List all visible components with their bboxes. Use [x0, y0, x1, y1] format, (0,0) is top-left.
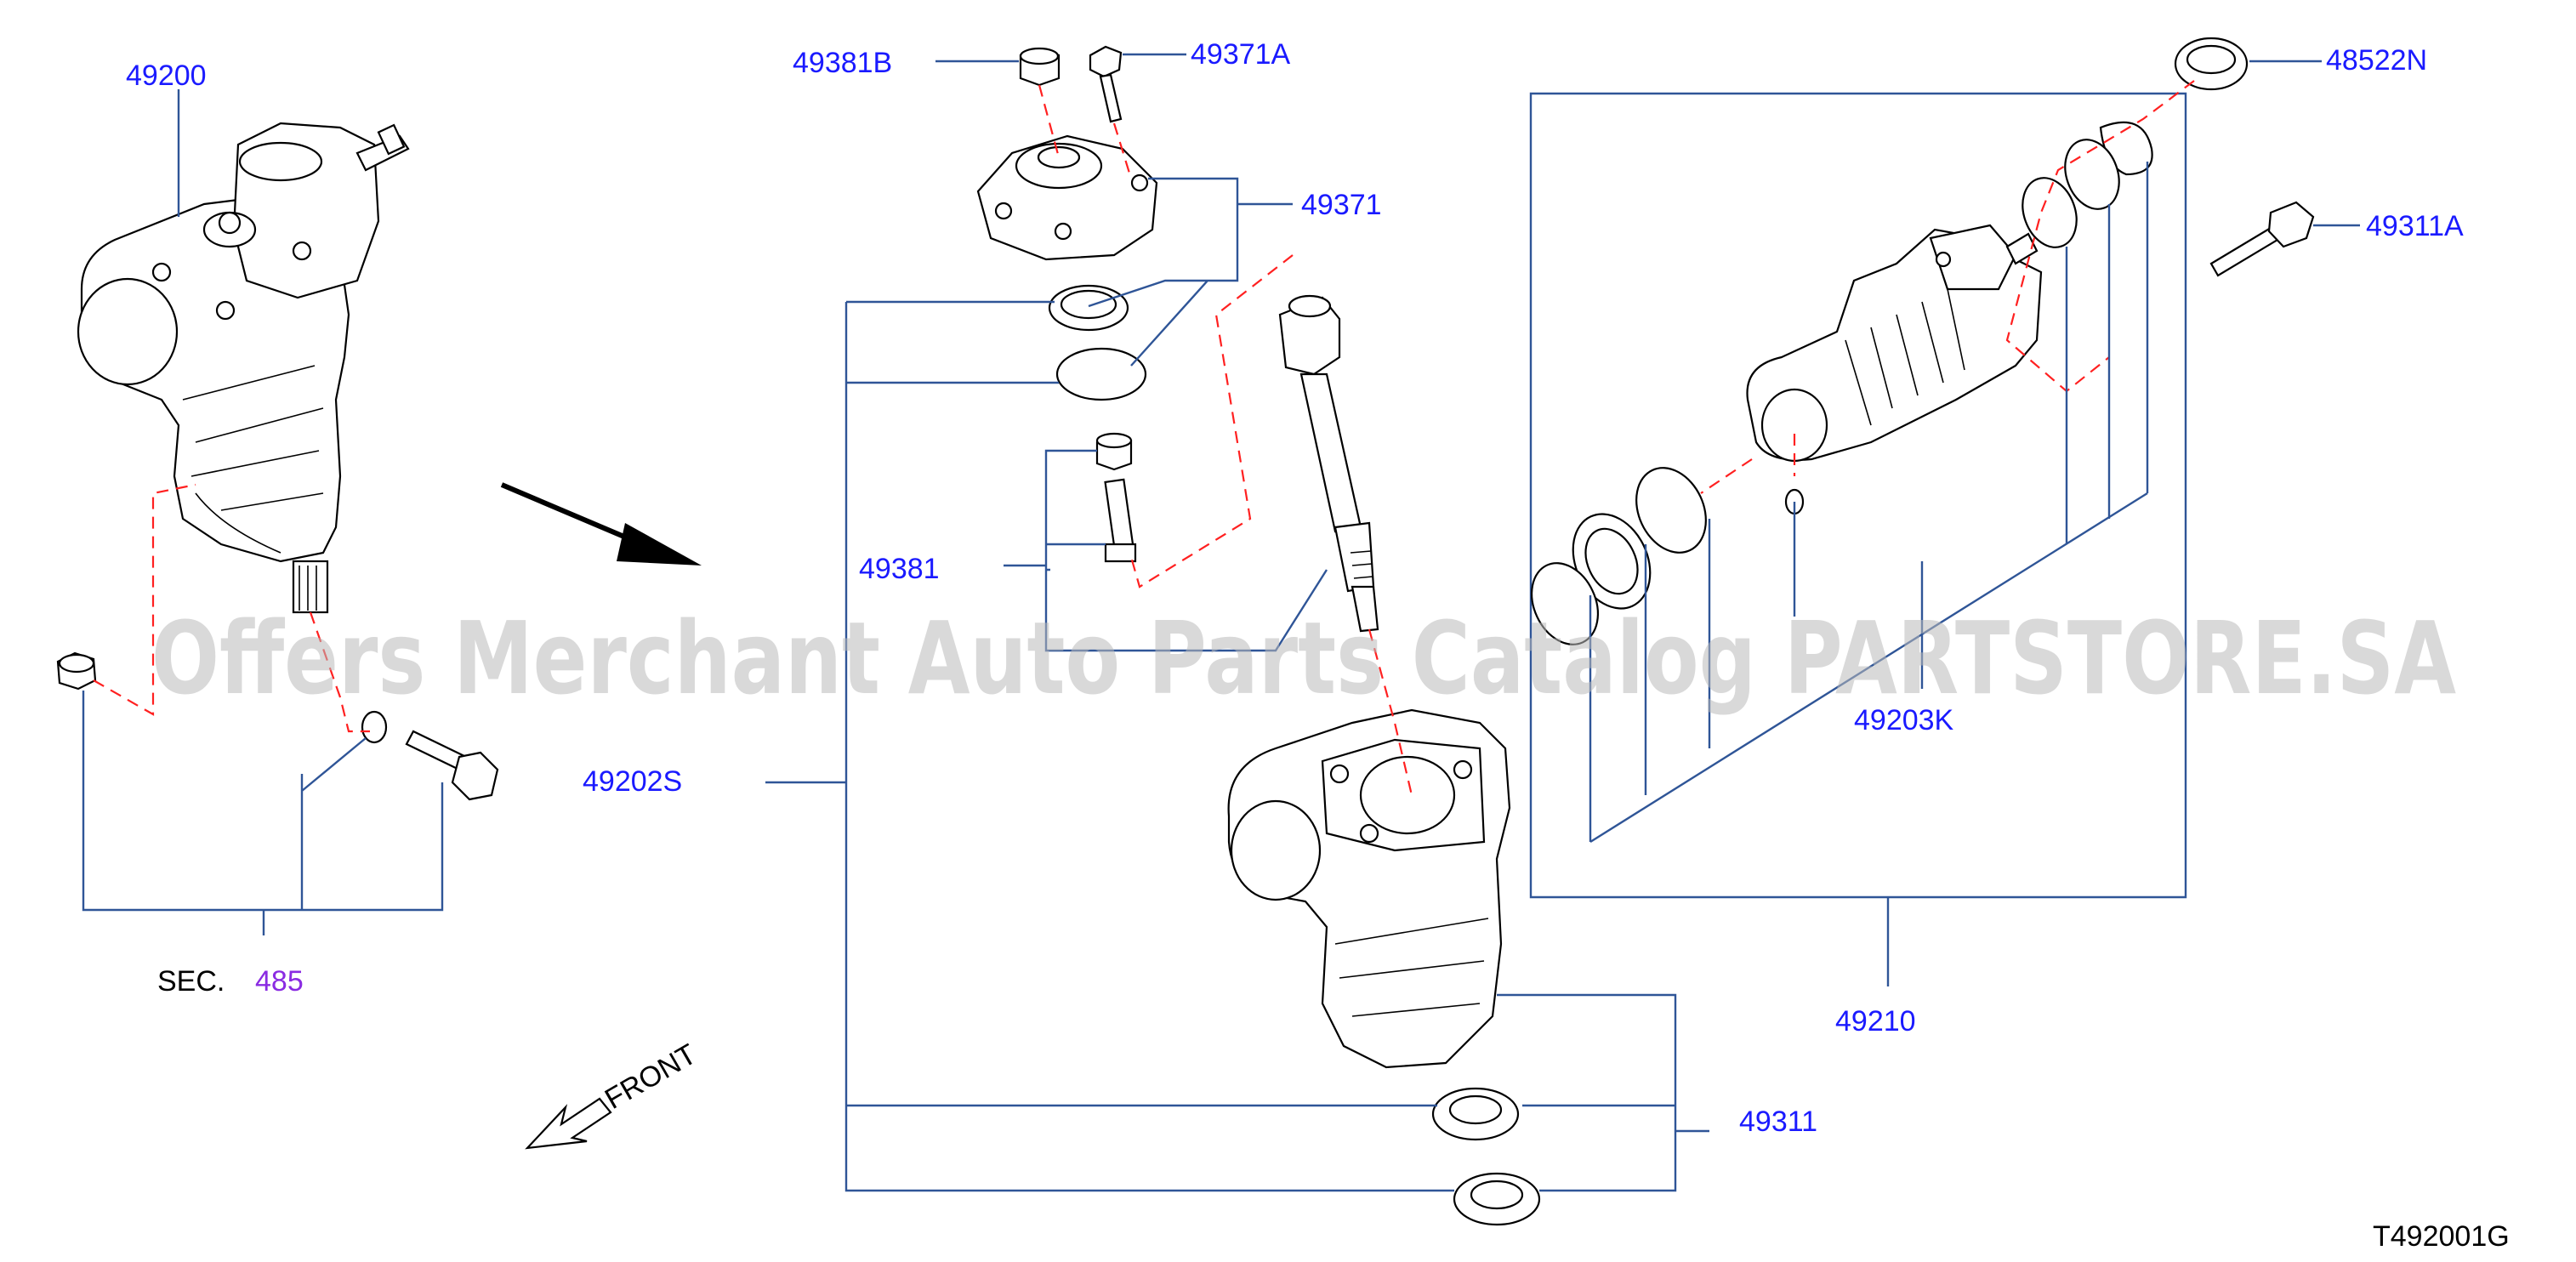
label-49203K[interactable]: 49203K — [1854, 704, 1954, 736]
box-49210 — [1529, 92, 2187, 899]
guide-line — [1700, 458, 1753, 494]
power-piston-drawing[interactable] — [1746, 224, 2043, 463]
seal-48522N-drawing[interactable] — [2174, 37, 2249, 91]
front-arrow-icon — [525, 1097, 612, 1150]
label-49381[interactable]: 49381 — [859, 553, 940, 585]
gear-housing-drawing[interactable] — [1227, 708, 1511, 1069]
guide-line — [1038, 84, 1061, 158]
o-ring-drawing[interactable] — [1055, 347, 1147, 401]
bolt-and-washer-drawing[interactable] — [361, 710, 499, 801]
label-49202S[interactable]: 49202S — [583, 765, 682, 798]
label-49200[interactable]: 49200 — [126, 60, 207, 92]
o-ring-small-drawing[interactable] — [1519, 552, 1611, 655]
end-plug-drawing[interactable] — [1558, 502, 1664, 622]
nut-drawing[interactable] — [56, 651, 97, 691]
label-48522N[interactable]: 48522N — [2326, 44, 2427, 77]
leader-49381 — [1004, 449, 1328, 652]
leader-49311 — [1497, 993, 1709, 1192]
guide-line — [93, 483, 196, 716]
label-49371A[interactable]: 49371A — [1191, 38, 1291, 71]
seal-ring-drawing[interactable] — [1048, 284, 1129, 332]
diagram-code: T492001G — [2373, 1220, 2510, 1253]
gear-assembly-49200-drawing[interactable] — [77, 122, 410, 614]
section-link-485[interactable]: 485 — [255, 965, 304, 998]
label-49371[interactable]: 49371 — [1301, 189, 1382, 221]
guide-line — [1112, 122, 1133, 179]
leader-49202S — [765, 300, 1454, 1192]
nut-49381B-drawing[interactable] — [1019, 47, 1061, 87]
bolt-49371A-drawing[interactable] — [1089, 45, 1123, 123]
input-shaft-drawing[interactable] — [1278, 294, 1379, 633]
leader-49203K — [1589, 162, 2149, 844]
valve-cover-49371-drawing[interactable] — [976, 134, 1158, 261]
leader-49371 — [1088, 177, 1293, 367]
seal-49311-lower-drawing[interactable] — [1453, 1172, 1541, 1226]
section-prefix: SEC. — [157, 965, 225, 998]
guide-line — [1368, 628, 1413, 796]
label-49381B[interactable]: 49381B — [793, 47, 892, 79]
label-49311[interactable]: 49311 — [1739, 1106, 1817, 1138]
guide-line — [1129, 254, 1294, 588]
watermark-text: Offers Merchant Auto Parts Catalog PARTS… — [151, 600, 2456, 717]
leader-sec485 — [82, 691, 444, 935]
label-49210[interactable]: 49210 — [1835, 1005, 1916, 1037]
o-ring-large-drawing[interactable] — [1624, 457, 1720, 564]
seal-49311-upper-drawing[interactable] — [1431, 1087, 1520, 1141]
adjuster-49381-drawing[interactable] — [1095, 432, 1137, 563]
direction-arrow — [500, 482, 702, 566]
bolt-49311A-drawing[interactable] — [2209, 201, 2315, 277]
label-49311A[interactable]: 49311A — [2366, 210, 2464, 242]
guide-line — [309, 611, 370, 733]
front-label: FRONT — [600, 1037, 702, 1115]
